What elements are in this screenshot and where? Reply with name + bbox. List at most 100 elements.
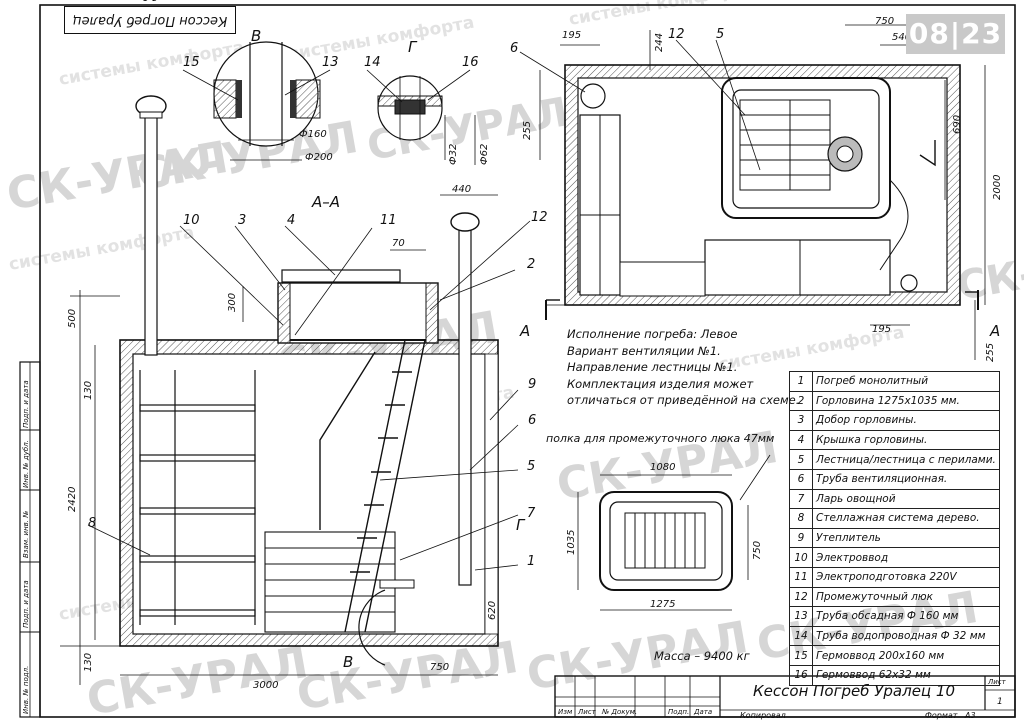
section-leaders [87,220,531,571]
note-line: Исполнение погреба: Левое [567,327,738,341]
callout-number: 6 [528,413,536,428]
dim-label: 1080 [650,462,675,473]
legend-number: 15 [789,645,813,666]
callout-number: 4 [287,213,295,228]
format-label: Формат [925,711,958,720]
tb-col: Дата [694,708,713,716]
section-dimension-labels: 440 300 70 500 130 2420 620 130 3000 750 [67,184,498,691]
detail-v-title: В [251,27,261,45]
corner-stamp-text: Кессон Погреб Уралец 10 [72,0,228,28]
detail-v-marker: В [343,653,353,671]
legend-text: Труба вентиляционная. [812,468,1000,490]
callout-number: 7 [527,506,536,521]
tb-col: Изм [558,708,573,716]
dim-label: 130 [83,653,94,672]
callout-number: 5 [716,27,724,42]
callout-number: 14 [364,55,381,70]
legend-number: 13 [789,606,813,627]
dim-label: 750 [875,16,894,27]
sidebar-label: Подп. и дата [22,580,30,628]
legend-text: Ларь овощной [812,488,1000,510]
section-dimensions [79,194,499,685]
legend-number: 7 [789,488,813,510]
dim-label: 690 [952,115,963,134]
plan-view [564,64,961,306]
callout-number: 16 [462,55,479,70]
section-callouts: 10 3 4 11 12 2 9 6 5 7 1 8 [88,210,548,569]
callout-number: 11 [380,213,397,228]
legend-number: 8 [789,508,813,529]
sidebar-stamp [19,361,41,718]
tb-col: Подп. [668,708,690,716]
detail-g-title: Г [408,38,418,56]
callout-number: 2 [527,257,535,272]
section-mark: А [519,322,530,340]
tb-col: Лист [578,708,596,716]
copied-label: Копировал [740,711,786,720]
dim-label: 620 [487,601,498,620]
section-title: А–А [311,193,340,211]
legend-number: 16 [789,664,813,686]
section-view [60,95,499,666]
legend-text: Промежуточный люк [812,586,1000,608]
callout-number: 1 [527,554,535,569]
legend-number: 12 [789,586,813,608]
legend-text: Труба водопроводная Ф 32 мм [812,625,1000,647]
detail-g-marker: Г [516,516,526,534]
legend-number: 9 [789,527,813,549]
callout-number: 12 [668,27,685,42]
dim-label: 750 [752,541,763,560]
tb-col: № Докум. [602,708,638,716]
detail-g [377,75,476,165]
legend-text: Лестница/лестница с перилами. [812,449,1000,470]
dim-label: 255 [985,343,996,362]
corner-stamp: Кессон Погреб Уралец 10 [64,0,236,34]
watermark-small: системы комфорта [7,223,195,275]
dim-label: Ф32 [448,144,459,165]
dim-label: 244 [654,33,665,52]
legend-number: 11 [789,566,813,588]
legend-text: Погреб монолитный [812,371,1000,392]
legend-number: 10 [789,547,813,568]
note-line: Вариант вентиляции №1. [567,343,721,358]
callout-number: 13 [322,55,339,70]
mass-label: Масса – 9400 кг [654,649,750,663]
dim-label: 500 [67,309,78,328]
dim-label: 255 [522,121,533,140]
date-badge: 08|23 [906,14,1005,54]
watermark-small: системы комфорта [287,13,475,65]
legend-text: Добор горловины. [812,410,1000,431]
note-line: Комплектация изделия может [567,376,754,391]
dim-label: 130 [83,381,94,400]
legend-text: Гермоввод 62х32 мм [812,664,1000,686]
watermark: СК-УРАЛ [954,229,1024,310]
sidebar-label: Взам. инв. № [22,510,30,558]
callout-number: 12 [531,210,548,225]
dim-label: 195 [872,324,891,335]
legend-text: Электроподготовка 220V [812,566,1000,588]
sidebar-label: Подп. и дата [22,380,30,428]
legend-text: Электроввод [812,547,1000,568]
legend-number: 2 [789,390,813,412]
sheet-number: 1 [997,697,1003,707]
title-block-title: Кессон Погреб Уралец 10 [753,682,955,700]
hatch-plan [577,454,771,611]
legend-number: 14 [789,625,813,647]
shelf-note: полка для промежуточного люка 47мм [546,432,775,445]
dim-label: 1275 [650,599,675,610]
dim-label: 3000 [253,680,278,691]
legend-number: 1 [789,371,813,392]
legend-number: 3 [789,410,813,431]
callout-number: 10 [183,213,200,228]
section-arrows [545,290,979,320]
